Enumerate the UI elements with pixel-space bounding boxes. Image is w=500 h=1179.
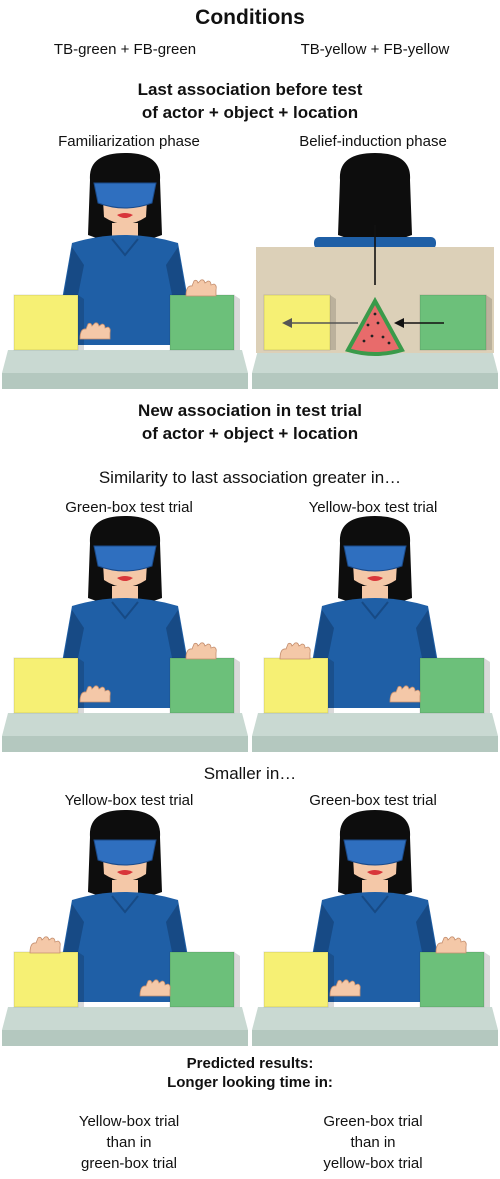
hand-on-green-box-icon [186,280,216,296]
yellow-box-side [328,658,334,713]
phase-right-label: Belief-induction phase [248,133,498,150]
result-right-line3: yellow-box trial [248,1153,498,1174]
green-box-test-scene-smaller [252,812,498,1047]
yellow-box-side [78,658,84,713]
condition-right-label: TB-yellow + FB-yellow [250,41,500,58]
hand-on-yellow-box-icon [30,937,60,953]
hand-on-green-box-icon [186,643,216,659]
smaller-right-label: Green-box test trial [248,792,498,809]
visor-icon [344,840,406,865]
result-left-line2: than in [4,1132,254,1153]
smaller-left-label: Yellow-box test trial [4,792,254,809]
green-box-side [234,295,240,350]
table-front [252,1030,498,1046]
yellow-box [264,658,328,713]
table-front [2,373,248,389]
table-front [252,373,498,389]
result-right: Green-box trial than in yellow-box trial [248,1111,498,1174]
visor-icon [94,183,156,208]
green-box-side [484,952,490,1007]
visor-icon [344,546,406,571]
table-top [2,1007,248,1030]
watermelon-seed-4 [363,340,366,343]
watermelon-seed-1 [377,322,380,325]
watermelon-seed-3 [382,336,385,339]
table-top [2,713,248,736]
green-box-side [234,952,240,1007]
green-box [170,658,234,713]
watermelon-seed-2 [371,335,374,338]
section1-heading-line1: Last association before test [0,78,500,101]
smaller-label: Smaller in… [0,764,500,784]
yellow-box-side [328,952,334,1007]
hand-on-green-box-icon [436,937,466,953]
familiarization-scene [2,155,248,390]
watermelon-seed-6 [374,313,377,316]
section2-heading-line2: of actor + object + location [0,422,500,445]
green-box-side [484,658,490,713]
table-front [2,736,248,752]
yellow-box [14,658,78,713]
greater-right-label: Yellow-box test trial [248,499,498,516]
belief-induction-scene [252,155,498,390]
table-top [2,350,248,373]
yellow-box-side [78,952,84,1007]
greater-left-label: Green-box test trial [4,499,254,516]
result-right-line1: Green-box trial [248,1111,498,1132]
green-box-test-scene-greater [2,518,248,753]
table-top [252,1007,498,1030]
green-box-side [486,295,492,350]
results-heading-line2: Longer looking time in: [0,1073,500,1092]
green-box [170,295,234,350]
yellow-box [264,952,328,1007]
result-left-line1: Yellow-box trial [4,1111,254,1132]
hand-on-yellow-box-icon [280,643,310,659]
green-box [420,658,484,713]
yellow-box-test-scene-smaller [2,812,248,1047]
section2-heading-line1: New association in test trial [0,399,500,422]
result-left: Yellow-box trial than in green-box trial [4,1111,254,1174]
result-left-line3: green-box trial [4,1153,254,1174]
yellow-box-test-scene-greater [252,518,498,753]
visor-icon [94,546,156,571]
yellow-box [14,952,78,1007]
visor-icon [94,840,156,865]
yellow-box [14,295,78,350]
watermelon-seed-5 [388,342,391,345]
table-front [252,736,498,752]
green-box [420,952,484,1007]
green-box-side [234,658,240,713]
results-heading-line1: Predicted results: [0,1054,500,1073]
result-right-line2: than in [248,1132,498,1153]
similarity-greater-label: Similarity to last association greater i… [0,468,500,488]
green-box [170,952,234,1007]
figure-title: Conditions [0,6,500,30]
table-front [2,1030,248,1046]
phase-left-label: Familiarization phase [4,133,254,150]
watermelon-seed-0 [367,324,370,327]
yellow-box-side [78,295,84,350]
table-top [252,713,498,736]
condition-left-label: TB-green + FB-green [0,41,250,58]
section1-heading-line2: of actor + object + location [0,101,500,124]
